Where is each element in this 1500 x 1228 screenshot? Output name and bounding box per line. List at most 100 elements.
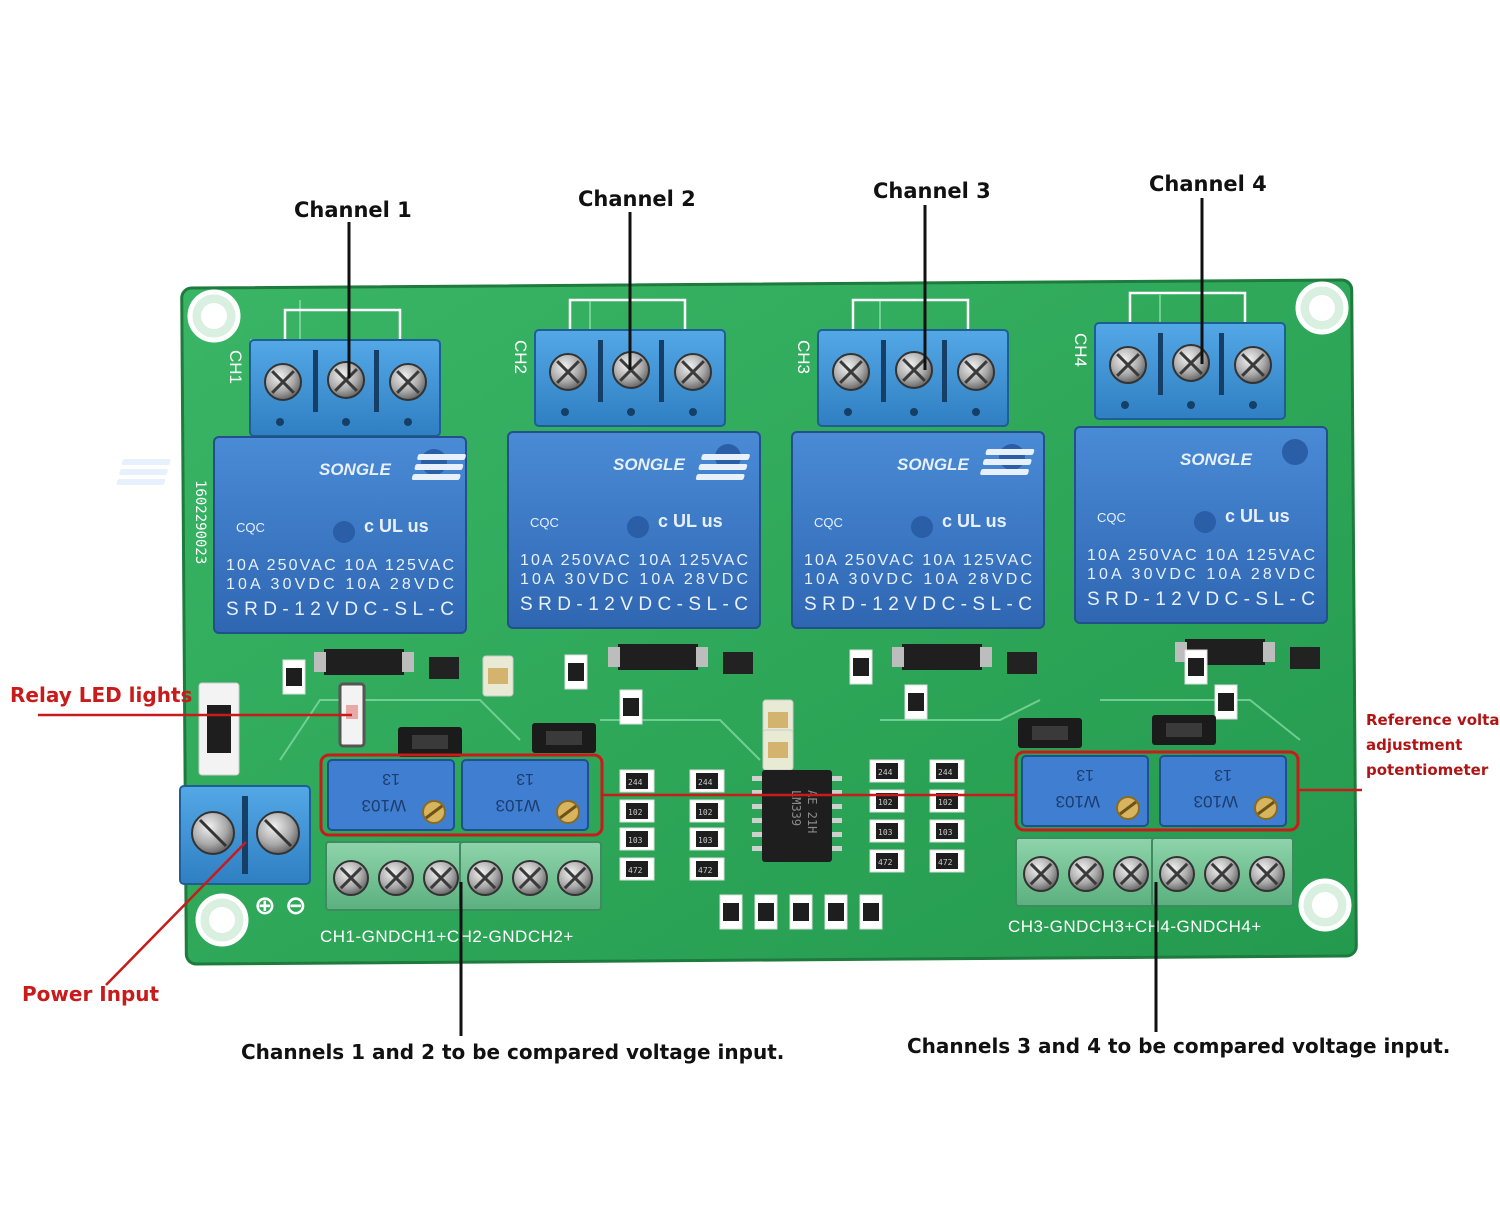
callout-power-input: Power Input: [22, 982, 160, 1006]
svg-text:CQC: CQC: [1097, 510, 1126, 525]
smd-resistor: [619, 689, 643, 725]
svg-text:10A 250VAC 10A 125VAC: 10A 250VAC 10A 125VAC: [1087, 547, 1315, 564]
smd-resistor: [1214, 684, 1238, 720]
smd-resistor: 472: [619, 857, 655, 881]
svg-text:13: 13: [516, 770, 534, 787]
callout-channel-4: Channel 4: [1149, 172, 1267, 196]
channel-tag: CH1: [226, 350, 245, 384]
smd-resistor: 102: [929, 789, 965, 813]
smd-resistor: 244: [869, 759, 905, 783]
svg-text:10A 30VDC 10A 28VDC: 10A 30VDC 10A 28VDC: [1087, 566, 1315, 583]
svg-text:103: 103: [938, 828, 953, 837]
svg-text:W103: W103: [1056, 792, 1100, 811]
svg-text:244: 244: [878, 768, 893, 777]
svg-text:102: 102: [878, 798, 893, 807]
svg-text:103: 103: [698, 836, 713, 845]
svg-text:SONGLE: SONGLE: [319, 460, 391, 479]
svg-text:10A 250VAC 10A 125VAC: 10A 250VAC 10A 125VAC: [804, 552, 1032, 569]
smd-resistor: 103: [869, 819, 905, 843]
svg-text:102: 102: [938, 798, 953, 807]
smd-resistor: 244: [619, 769, 655, 793]
comparator-ic: LM339 AE 21H: [752, 770, 842, 862]
callout-channels-3-4-input: Channels 3 and 4 to be compared voltage …: [907, 1034, 1451, 1058]
svg-text:472: 472: [938, 858, 953, 867]
callout-reference-voltage: Reference voltage adjustment potentiomet…: [1366, 708, 1500, 783]
smd-resistor: 103: [929, 819, 965, 843]
svg-text:c UL us: c UL us: [658, 511, 723, 531]
callout-channel-1: Channel 1: [294, 198, 412, 222]
smd-resistor: 102: [689, 799, 725, 823]
svg-text:AE 21H: AE 21H: [805, 790, 819, 833]
channel-tag: CH4: [1071, 333, 1090, 367]
svg-text:10A 30VDC 10A 28VDC: 10A 30VDC 10A 28VDC: [226, 576, 454, 593]
smd-resistor: 244: [929, 759, 965, 783]
power-terminal: ⊕ ⊖: [179, 785, 311, 921]
mounting-holes: [187, 281, 1352, 947]
channel-tag: CH2: [511, 340, 530, 374]
svg-text:⊕ ⊖: ⊕ ⊖: [254, 891, 307, 921]
smd-resistor: [789, 894, 813, 930]
svg-text:W103: W103: [496, 796, 540, 815]
svg-text:472: 472: [698, 866, 713, 875]
green-terminal-block: [459, 841, 602, 911]
svg-text:244: 244: [698, 778, 713, 787]
smd-resistor: 472: [689, 857, 725, 881]
smd-resistor: [754, 894, 778, 930]
green-terminal-block: [325, 841, 468, 911]
serial-number: 1602290023: [192, 480, 208, 564]
svg-text:W103: W103: [362, 796, 406, 815]
smd-resistor: 472: [869, 849, 905, 873]
green-terminal-block: [1015, 837, 1158, 907]
svg-text:c UL us: c UL us: [942, 511, 1007, 531]
svg-text:CQC: CQC: [814, 515, 843, 530]
callout-channel-3: Channel 3: [873, 179, 991, 203]
svg-text:W103: W103: [1194, 792, 1238, 811]
svg-text:13: 13: [382, 770, 400, 787]
smd-resistor: [1184, 649, 1208, 685]
callout-relay-led-lights: Relay LED lights: [10, 683, 193, 707]
smd-resistor: [904, 684, 928, 720]
smd-resistor: [719, 894, 743, 930]
svg-text:10A 250VAC 10A 125VAC: 10A 250VAC 10A 125VAC: [520, 552, 748, 569]
svg-text:CQC: CQC: [236, 520, 265, 535]
smd-resistor: [824, 894, 848, 930]
callout-lines: [38, 198, 1362, 1036]
green-terminal-block: [1151, 837, 1294, 907]
smd-resistor: [859, 894, 883, 930]
smd-resistor: [849, 649, 873, 685]
svg-text:CQC: CQC: [530, 515, 559, 530]
smd-components: 244 102 103 472 244 102 103 472 244 102 103 472 244 1…: [198, 649, 1238, 930]
smd-resistor: 103: [689, 827, 725, 851]
svg-text:103: 103: [878, 828, 893, 837]
ref-voltage-line-2: adjustment: [1366, 736, 1463, 754]
svg-text:SONGLE: SONGLE: [613, 455, 685, 474]
svg-text:102: 102: [628, 808, 643, 817]
svg-text:13: 13: [1214, 766, 1232, 783]
svg-text:c UL us: c UL us: [364, 516, 429, 536]
terminal-label-right: CH3-GNDCH3+CH4-GNDCH4+: [1008, 917, 1262, 936]
svg-text:LM339: LM339: [789, 790, 803, 826]
svg-text:472: 472: [628, 866, 643, 875]
svg-text:244: 244: [628, 778, 643, 787]
channel-tag: CH3: [794, 340, 813, 374]
svg-text:103: 103: [628, 836, 643, 845]
svg-text:244: 244: [938, 768, 953, 777]
smd-resistor: [282, 659, 306, 695]
terminal-label-left: CH1-GNDCH1+CH2-GNDCH2+: [320, 927, 574, 946]
svg-text:c UL us: c UL us: [1225, 506, 1290, 526]
svg-text:10A 30VDC 10A 28VDC: 10A 30VDC 10A 28VDC: [520, 571, 748, 588]
svg-text:SONGLE: SONGLE: [897, 455, 969, 474]
svg-text:SONGLE: SONGLE: [1180, 450, 1252, 469]
ref-voltage-line-3: potentiometer: [1366, 761, 1489, 779]
